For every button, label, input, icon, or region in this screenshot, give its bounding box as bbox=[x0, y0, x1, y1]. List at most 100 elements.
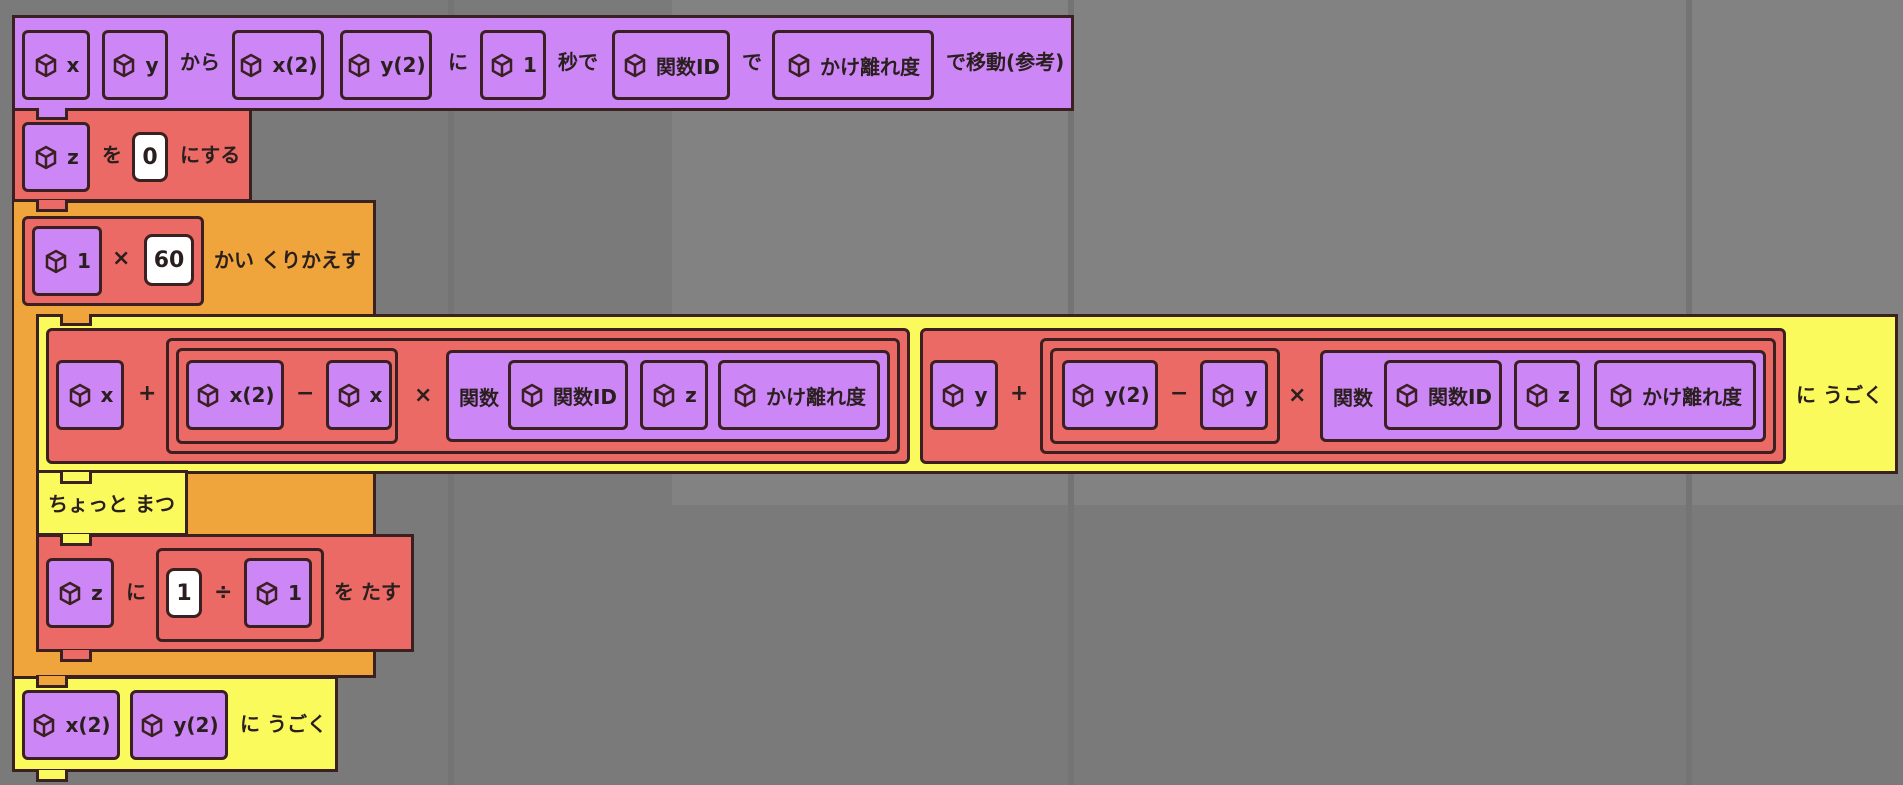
cube-icon bbox=[943, 383, 964, 408]
operator-times: × bbox=[414, 383, 433, 408]
cube-icon bbox=[69, 383, 90, 408]
label-repeat-suffix: かい くりかえす bbox=[214, 248, 361, 272]
var-label: x(2) bbox=[229, 383, 275, 407]
var-pill[interactable]: y(2) bbox=[1062, 360, 1158, 430]
cube-icon bbox=[35, 53, 56, 78]
cube-icon bbox=[142, 713, 163, 738]
label-to: に bbox=[448, 50, 468, 74]
var-label: x bbox=[369, 383, 383, 407]
label-wait: ちょっと まつ bbox=[48, 492, 175, 516]
var-pill[interactable]: x(2) bbox=[22, 690, 120, 760]
var-pill[interactable]: z bbox=[22, 122, 90, 192]
var-pill[interactable]: x(2) bbox=[232, 30, 324, 100]
var-label: 1 bbox=[523, 53, 537, 77]
number-input[interactable]: 0 bbox=[132, 132, 168, 182]
var-pill[interactable]: x bbox=[56, 360, 124, 430]
cube-icon bbox=[521, 383, 543, 408]
var-pill[interactable]: x(2) bbox=[186, 360, 284, 430]
var-pill[interactable]: y(2) bbox=[130, 690, 228, 760]
var-pill[interactable]: y(2) bbox=[340, 30, 432, 100]
operator-divide: ÷ bbox=[214, 580, 233, 605]
var-pill[interactable]: 1 bbox=[244, 558, 312, 628]
var-label: かけ離れ度 bbox=[820, 54, 920, 79]
var-pill[interactable]: z bbox=[46, 558, 114, 628]
cube-icon bbox=[45, 249, 67, 274]
var-label: x bbox=[100, 383, 114, 407]
var-label: z bbox=[1558, 383, 1570, 407]
var-label: y(2) bbox=[1104, 383, 1150, 407]
cube-icon bbox=[198, 383, 219, 408]
cube-icon bbox=[1073, 383, 1094, 408]
var-label: 1 bbox=[77, 249, 91, 273]
cube-icon bbox=[349, 53, 370, 78]
cube-icon bbox=[788, 53, 810, 78]
var-pill[interactable]: y bbox=[102, 30, 168, 100]
var-label: 関数ID bbox=[655, 54, 721, 79]
operator-plus: + bbox=[1010, 381, 1029, 406]
connector-notch bbox=[36, 108, 68, 120]
var-pill[interactable]: y bbox=[930, 360, 998, 430]
var-pill[interactable]: 関数ID bbox=[1384, 360, 1502, 430]
cube-icon bbox=[59, 581, 81, 606]
connector-notch bbox=[60, 650, 92, 662]
var-pill[interactable]: 関数ID bbox=[612, 30, 730, 100]
label-seconds: 秒で bbox=[558, 50, 598, 74]
var-label: y bbox=[974, 383, 988, 407]
label-by: で bbox=[742, 50, 762, 74]
cube-icon bbox=[1396, 383, 1418, 408]
connector-notch bbox=[36, 770, 68, 782]
label-ni: に bbox=[126, 580, 146, 604]
operator-minus: − bbox=[296, 381, 315, 406]
operator-times: × bbox=[1288, 383, 1307, 408]
connector-notch bbox=[60, 314, 92, 326]
var-pill[interactable]: かけ離れ度 bbox=[772, 30, 934, 100]
function-label: 関数 bbox=[1333, 385, 1373, 410]
var-label: かけ離れ度 bbox=[766, 384, 866, 409]
var-label: y bbox=[1244, 383, 1258, 407]
var-pill[interactable]: x bbox=[22, 30, 90, 100]
var-label: かけ離れ度 bbox=[1642, 384, 1742, 409]
connector-notch bbox=[36, 200, 68, 212]
repeat-block-arm bbox=[14, 202, 36, 678]
cube-icon bbox=[1610, 383, 1632, 408]
cube-icon bbox=[491, 53, 513, 78]
var-pill[interactable]: 1 bbox=[32, 226, 102, 296]
var-pill[interactable]: 1 bbox=[480, 30, 546, 100]
var-label: x(2) bbox=[272, 53, 318, 77]
var-pill[interactable]: z bbox=[1514, 360, 1580, 430]
cube-icon bbox=[35, 145, 57, 170]
var-pill[interactable]: かけ離れ度 bbox=[1594, 360, 1756, 430]
cube-icon bbox=[338, 383, 359, 408]
number-input[interactable]: 60 bbox=[144, 234, 194, 286]
operator-minus: − bbox=[1170, 381, 1189, 406]
operator-times: × bbox=[112, 246, 131, 271]
cube-icon bbox=[734, 383, 756, 408]
label-wo: を bbox=[102, 143, 122, 167]
connector-notch bbox=[60, 472, 92, 484]
var-pill[interactable]: 関数ID bbox=[508, 360, 628, 430]
label-add-suffix: を たす bbox=[334, 580, 401, 604]
cube-icon bbox=[1526, 383, 1548, 408]
label-from: から bbox=[180, 50, 220, 74]
cube-icon bbox=[1213, 383, 1234, 408]
var-label: 1 bbox=[288, 581, 302, 605]
connector-notch bbox=[60, 534, 92, 546]
var-pill[interactable]: z bbox=[640, 360, 708, 430]
var-label: y(2) bbox=[380, 53, 426, 77]
var-label: z bbox=[685, 383, 697, 407]
var-label: 関数ID bbox=[1427, 384, 1493, 409]
var-pill[interactable]: かけ離れ度 bbox=[718, 360, 880, 430]
cube-icon bbox=[653, 383, 675, 408]
var-pill[interactable]: x bbox=[326, 360, 392, 430]
cube-icon bbox=[34, 713, 55, 738]
cube-icon bbox=[624, 53, 646, 78]
label-move-suffix: に うごく bbox=[1796, 383, 1883, 407]
connector-notch bbox=[36, 676, 68, 688]
var-pill[interactable]: y bbox=[1200, 360, 1268, 430]
var-label: x bbox=[66, 53, 80, 77]
var-label: y(2) bbox=[173, 713, 219, 737]
cube-icon bbox=[114, 53, 135, 78]
label-tail: で移動(参考) bbox=[946, 50, 1065, 74]
cube-icon bbox=[256, 581, 278, 606]
number-input[interactable]: 1 bbox=[166, 568, 202, 618]
